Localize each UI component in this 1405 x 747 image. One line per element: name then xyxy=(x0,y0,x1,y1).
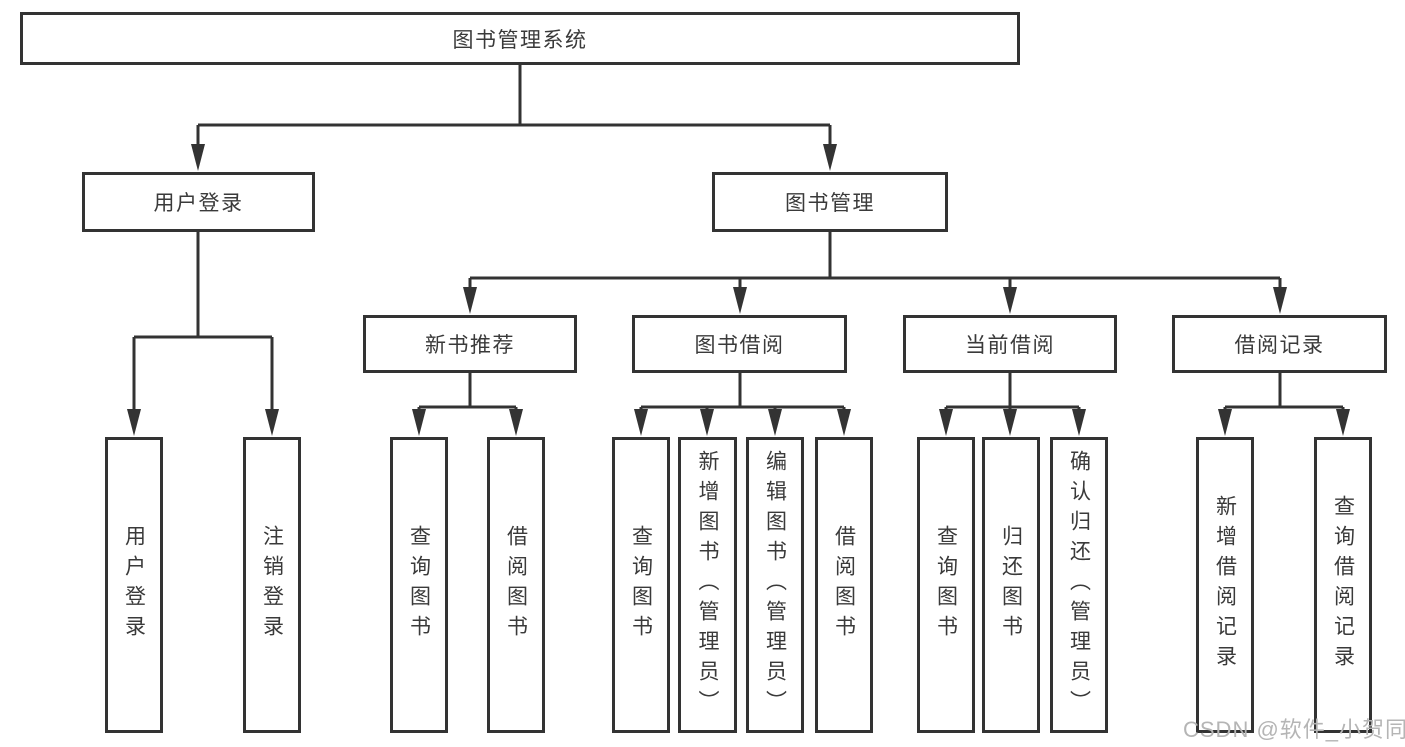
node-book-borrow: 图书借阅 xyxy=(632,315,847,373)
leaf-nbr-query-books-label: 查询图书 xyxy=(407,525,431,645)
leaf-br-add-record: 新增借阅记录 xyxy=(1196,437,1254,733)
leaf-bb-edit-books-label: 编辑图书（管理员） xyxy=(763,450,787,720)
leaf-bb-edit-books: 编辑图书（管理员） xyxy=(746,437,804,733)
leaf-nbr-borrow-books-label: 借阅图书 xyxy=(504,525,528,645)
leaf-cb-query-books-label: 查询图书 xyxy=(934,525,958,645)
node-root: 图书管理系统 xyxy=(20,12,1020,65)
node-book-management-label: 图书管理 xyxy=(785,192,875,215)
leaf-user-login-label: 用户登录 xyxy=(122,525,146,645)
leaf-br-query-record-label: 查询借阅记录 xyxy=(1331,495,1355,675)
leaf-cb-return-books-label: 归还图书 xyxy=(999,525,1023,645)
csdn-watermark: CSDN @软件_小贺同学 xyxy=(1183,717,1405,742)
node-current-borrow-label: 当前借阅 xyxy=(965,334,1055,357)
leaf-cb-query-books: 查询图书 xyxy=(917,437,975,733)
leaf-nbr-query-books: 查询图书 xyxy=(390,437,448,733)
node-new-book-recommend-label: 新书推荐 xyxy=(425,334,515,357)
leaf-bb-query-books-label: 查询图书 xyxy=(629,525,653,645)
node-borrow-records: 借阅记录 xyxy=(1172,315,1387,373)
leaf-bb-add-books: 新增图书（管理员） xyxy=(678,437,737,733)
leaf-bb-borrow-books-label: 借阅图书 xyxy=(832,525,856,645)
leaf-nbr-borrow-books: 借阅图书 xyxy=(487,437,545,733)
leaf-cb-confirm-return-label: 确认归还（管理员） xyxy=(1067,450,1091,720)
node-current-borrow: 当前借阅 xyxy=(903,315,1117,373)
node-new-book-recommend: 新书推荐 xyxy=(363,315,577,373)
node-book-borrow-label: 图书借阅 xyxy=(694,334,785,357)
leaf-logout-label: 注销登录 xyxy=(260,525,284,645)
leaf-logout: 注销登录 xyxy=(243,437,301,733)
leaf-br-query-record: 查询借阅记录 xyxy=(1314,437,1372,733)
leaf-br-add-record-label: 新增借阅记录 xyxy=(1213,495,1237,675)
leaf-cb-confirm-return: 确认归还（管理员） xyxy=(1050,437,1108,733)
node-user-login-label: 用户登录 xyxy=(153,192,244,215)
leaf-cb-return-books: 归还图书 xyxy=(982,437,1040,733)
node-user-login: 用户登录 xyxy=(82,172,315,232)
node-root-label: 图书管理系统 xyxy=(452,28,588,52)
leaf-bb-borrow-books: 借阅图书 xyxy=(815,437,873,733)
node-borrow-records-label: 借阅记录 xyxy=(1234,334,1325,357)
leaf-bb-query-books: 查询图书 xyxy=(612,437,670,733)
leaf-user-login: 用户登录 xyxy=(105,437,163,733)
node-book-management: 图书管理 xyxy=(712,172,948,232)
leaf-bb-add-books-label: 新增图书（管理员） xyxy=(696,450,719,720)
